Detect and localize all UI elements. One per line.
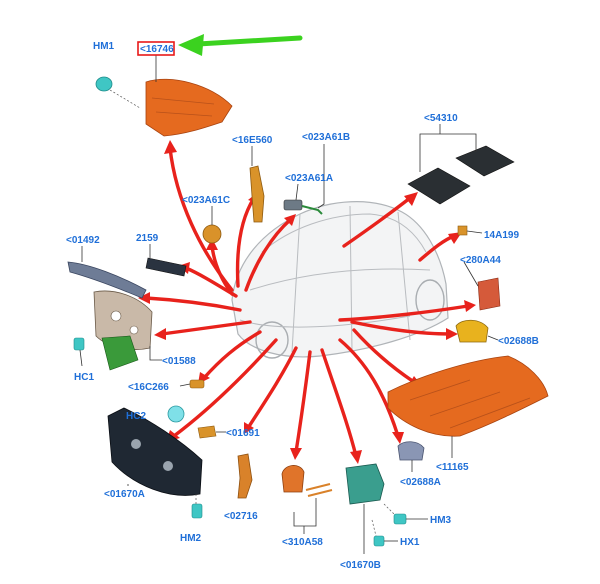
label-01691[interactable]: <01691 [226, 428, 260, 439]
label-hx1: HX1 [400, 537, 420, 548]
part-02688b [455, 319, 499, 343]
part-16746 [145, 55, 233, 137]
arrow-to-01691 [246, 346, 298, 430]
arrow-to-01492 [144, 296, 242, 312]
part-2159 [145, 244, 187, 277]
label-01670a[interactable]: <01670A [104, 489, 145, 500]
arrow-to-023a61a [244, 218, 292, 292]
leader-023a61b [317, 144, 325, 209]
label-11165[interactable]: <11165 [436, 462, 469, 473]
grommet-hm3 [383, 503, 428, 525]
clip-hc2 [167, 405, 185, 423]
part-16e560 [249, 146, 265, 223]
label-01588[interactable]: <01588 [162, 356, 196, 367]
part-01492 [67, 246, 147, 299]
part-16c266 [179, 379, 205, 389]
arrow-to-2159 [184, 266, 238, 298]
arrow-to-01588 [160, 320, 252, 336]
part-023a61a [283, 183, 323, 215]
arrow-to-280a44 [338, 304, 470, 322]
label-16e560[interactable]: <16E560 [232, 135, 273, 146]
label-hc1: HC1 [74, 372, 94, 383]
clip-hx1 [371, 519, 398, 547]
label-highlight-box [137, 41, 175, 56]
part-01588 [101, 335, 162, 371]
arrow-to-16c266 [202, 330, 262, 380]
grommet-hm2 [191, 494, 203, 519]
label-hc2: HC2 [126, 411, 146, 422]
label-023a61b[interactable]: <023A61B [302, 132, 350, 143]
part-54310 [407, 124, 515, 205]
highlight-pointer [178, 34, 303, 56]
label-02716[interactable]: <02716 [224, 511, 258, 522]
part-023a61c [202, 206, 222, 244]
label-310a58[interactable]: <310A58 [282, 537, 323, 548]
part-14a199 [457, 225, 483, 236]
part-11165 [387, 355, 549, 458]
grommet-hm1 [95, 76, 141, 109]
label-16746[interactable]: <16746 [140, 44, 174, 55]
part-01670b [345, 463, 385, 554]
part-labels: HM1 <16746 <16E560 <023A61B <54310 <023A… [66, 41, 539, 571]
clip-hc1 [73, 337, 85, 367]
arrow-to-02688b [350, 320, 452, 336]
label-01670b[interactable]: <01670B [340, 560, 381, 571]
label-16c266[interactable]: <16C266 [128, 382, 169, 393]
label-hm3: HM3 [430, 515, 452, 526]
arrow-to-310a58 [294, 350, 312, 454]
arrow-to-54310 [342, 196, 412, 248]
part-310a58 [281, 465, 333, 534]
arrow-to-02688a [338, 338, 400, 438]
part-02688a [397, 441, 425, 472]
label-54310[interactable]: <54310 [424, 113, 458, 124]
part-02716 [237, 453, 253, 499]
label-14a199[interactable]: 14A199 [484, 230, 519, 241]
vehicle-outline [231, 201, 449, 359]
label-023a61c[interactable]: <023A61C [182, 195, 230, 206]
label-02688a[interactable]: <02688A [400, 477, 441, 488]
arrow-to-01670a [172, 338, 278, 438]
part-01691 [197, 425, 226, 439]
label-02688b[interactable]: <02688B [498, 336, 539, 347]
label-2159[interactable]: 2159 [136, 233, 159, 244]
label-hm2: HM2 [180, 533, 202, 544]
label-280a44[interactable]: <280A44 [460, 255, 501, 266]
label-023a61a[interactable]: <023A61A [285, 173, 333, 184]
label-hm1: HM1 [93, 41, 115, 52]
arrow-to-01670b [320, 348, 358, 458]
arrow-to-16e560 [235, 196, 256, 288]
label-01492[interactable]: <01492 [66, 235, 100, 246]
arrow-to-11165 [352, 328, 416, 384]
part-280a44 [463, 261, 501, 311]
part-01670a [107, 407, 203, 496]
